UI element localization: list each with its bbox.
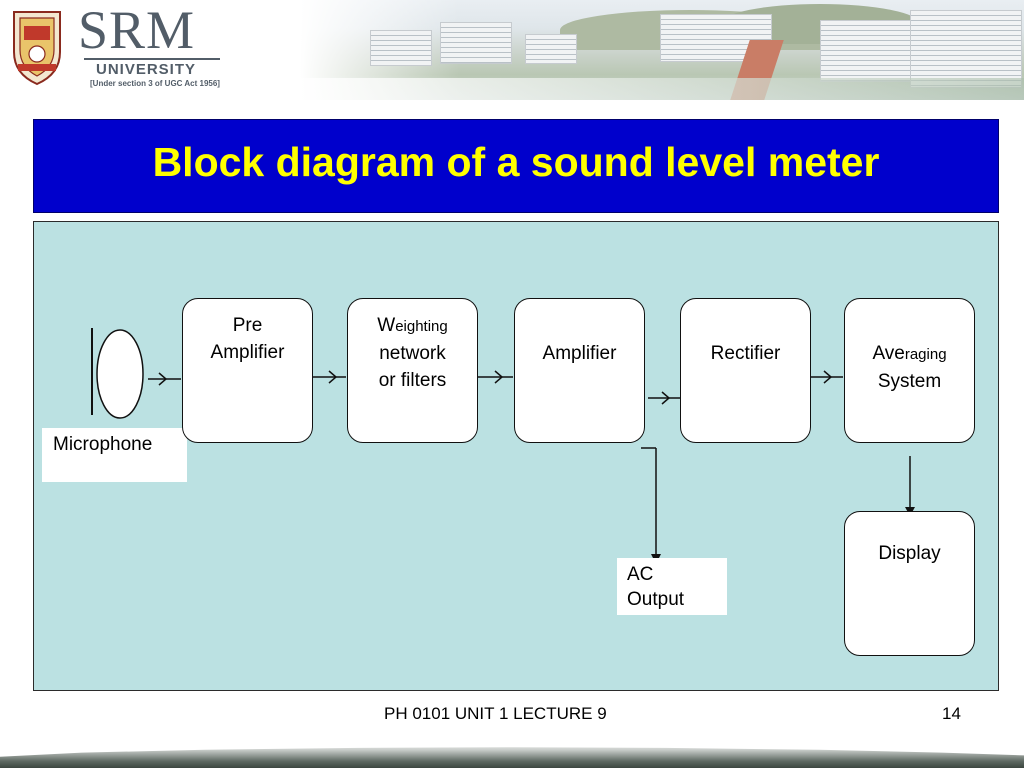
microphone-icon [96,329,144,419]
averaging-label-line1: Averaging [872,343,947,364]
weighting-label-line2: network [379,343,446,364]
rectifier-label: Rectifier [710,343,781,364]
slide-title: Block diagram of a sound level meter [152,139,880,185]
logo-note: [Under section 3 of UGC Act 1956] [90,79,220,88]
weighting-network-block: Weighting network or filters [347,298,478,443]
footer-lecture: PH 0101 UNIT 1 LECTURE 9 [384,704,607,723]
slide-header: SRM UNIVERSITY [Under section 3 of UGC A… [0,0,1024,100]
averaging-system-block: Averaging System [844,298,975,443]
university-emblem-icon [13,11,61,86]
microphone-label: Microphone [42,428,187,482]
display-label: Display [878,543,941,564]
diagram-panel: Microphone Pre Amplifier Weighting netwo… [33,221,999,691]
footer-decoration [0,747,1024,768]
weighting-label-line3: or filters [378,370,447,391]
averaging-label-line2: System [877,371,942,392]
amplifier-label: Amplifier [542,343,617,364]
pre-amplifier-label-line2: Amplifier [210,342,285,363]
logo-name: SRM [78,0,196,60]
university-logo: SRM UNIVERSITY [Under section 3 of UGC A… [78,2,220,90]
weighting-label-line1: Weighting [377,315,448,336]
campus-photo [300,0,1024,100]
title-banner: Block diagram of a sound level meter [33,119,999,213]
logo-subtitle: UNIVERSITY [96,61,197,78]
amplifier-block: Amplifier [514,298,645,443]
page-number: 14 [942,704,961,723]
pre-amplifier-label-line1: Pre [232,315,263,336]
rectifier-block: Rectifier [680,298,811,443]
pre-amplifier-block: Pre Amplifier [182,298,313,443]
display-block: Display [844,511,975,656]
ac-output-label: AC Output [617,558,727,615]
logo-divider [84,58,220,60]
